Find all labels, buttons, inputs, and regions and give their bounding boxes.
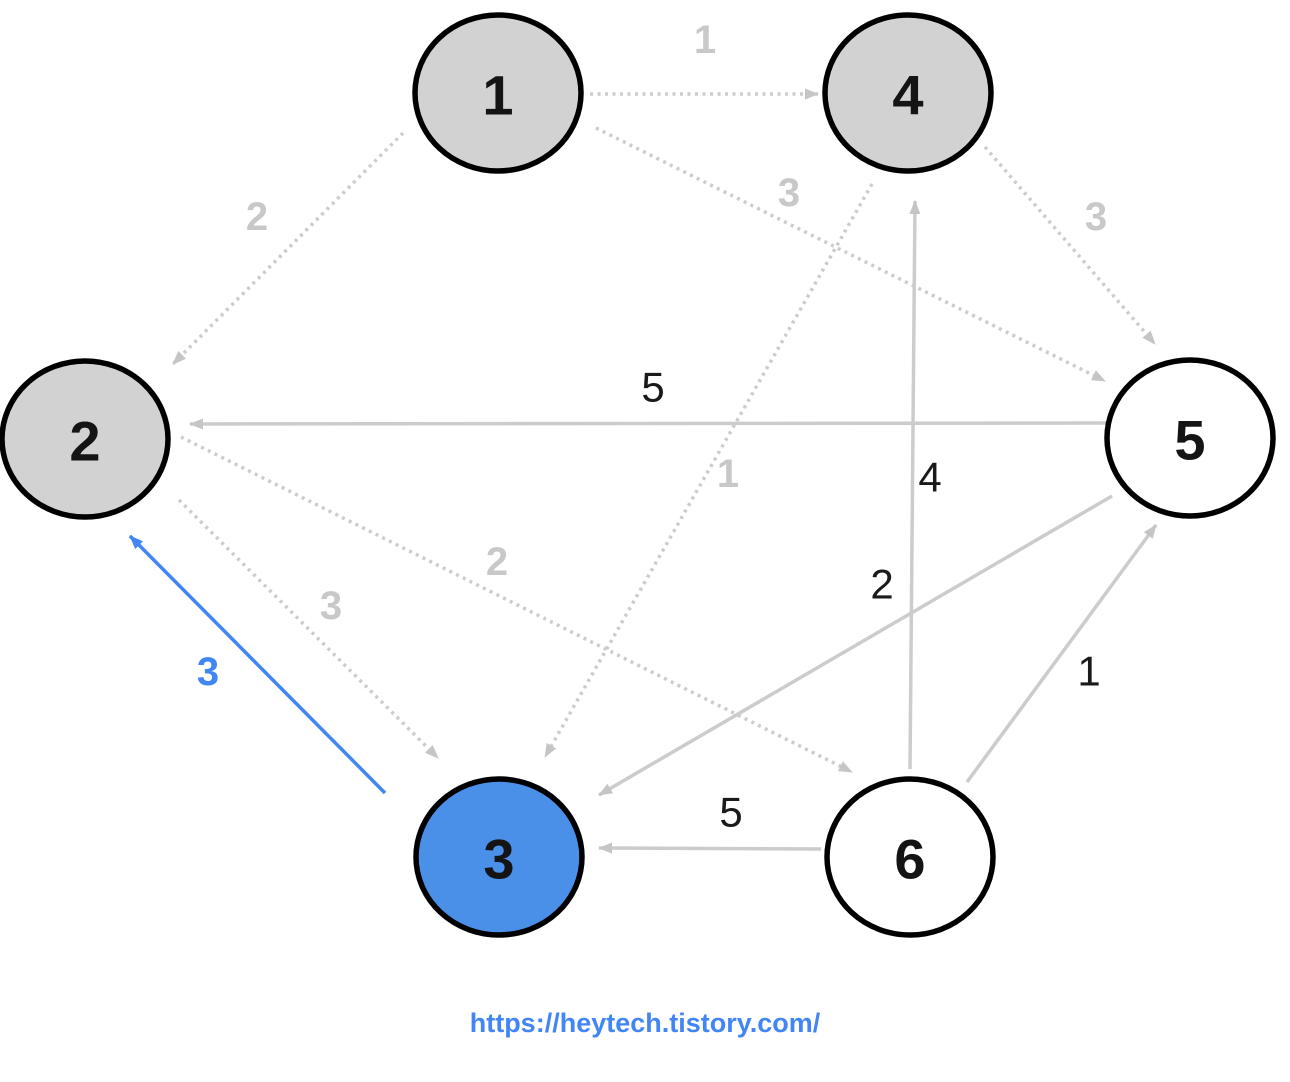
edge-1-5 xyxy=(595,126,1106,383)
edge-4-3 xyxy=(543,183,874,758)
node-circle-6 xyxy=(824,776,996,938)
edge-2-3 xyxy=(177,498,440,760)
edge-weight-1-4: 1 xyxy=(694,18,716,62)
edge-weight-1-2: 2 xyxy=(246,195,268,239)
graph-node-4: 4 xyxy=(822,12,994,174)
graph-node-2: 2 xyxy=(0,358,171,520)
edge-3-2 xyxy=(128,534,387,795)
edge-weight-5-2: 5 xyxy=(641,364,664,411)
node-label-5: 5 xyxy=(1174,409,1205,472)
edge-6-4 xyxy=(908,200,921,770)
node-circle-2 xyxy=(0,358,171,520)
edge-weight-6-4: 4 xyxy=(918,454,941,501)
edge-2-6 xyxy=(180,435,853,774)
node-circle-5 xyxy=(1104,357,1276,519)
graph-node-6: 6 xyxy=(824,776,996,938)
footer-url: https://heytech.tistory.com/ xyxy=(469,1008,821,1038)
edge-5-2 xyxy=(189,418,1108,430)
node-circle-1 xyxy=(412,12,584,174)
node-label-6: 6 xyxy=(894,828,925,891)
node-label-2: 2 xyxy=(69,410,100,473)
edge-weight-4-3: 1 xyxy=(717,452,739,496)
edge-weight-1-5: 3 xyxy=(778,171,800,215)
node-label-4: 4 xyxy=(892,64,923,127)
edge-5-3 xyxy=(598,494,1113,797)
edge-weight-2-3: 3 xyxy=(320,584,342,628)
edge-4-5 xyxy=(983,145,1157,346)
node-circle-3 xyxy=(413,776,585,938)
edge-6-5 xyxy=(965,523,1158,784)
edge-6-3 xyxy=(598,842,822,854)
graph-node-1: 1 xyxy=(412,12,584,174)
node-circle-4 xyxy=(822,12,994,174)
node-label-3: 3 xyxy=(483,828,514,891)
edge-weight-6-3: 5 xyxy=(719,789,742,836)
edge-weight-4-5: 3 xyxy=(1085,195,1107,239)
edge-weight-2-6: 2 xyxy=(486,540,508,584)
edge-weight-5-3: 2 xyxy=(870,561,893,608)
graph-node-3: 3 xyxy=(413,776,585,938)
graph-node-5: 5 xyxy=(1104,357,1276,519)
edge-1-2 xyxy=(171,131,405,366)
edge-weight-3-2: 3 xyxy=(197,650,219,694)
node-label-1: 1 xyxy=(482,64,513,127)
edge-weight-6-5: 1 xyxy=(1077,648,1100,695)
